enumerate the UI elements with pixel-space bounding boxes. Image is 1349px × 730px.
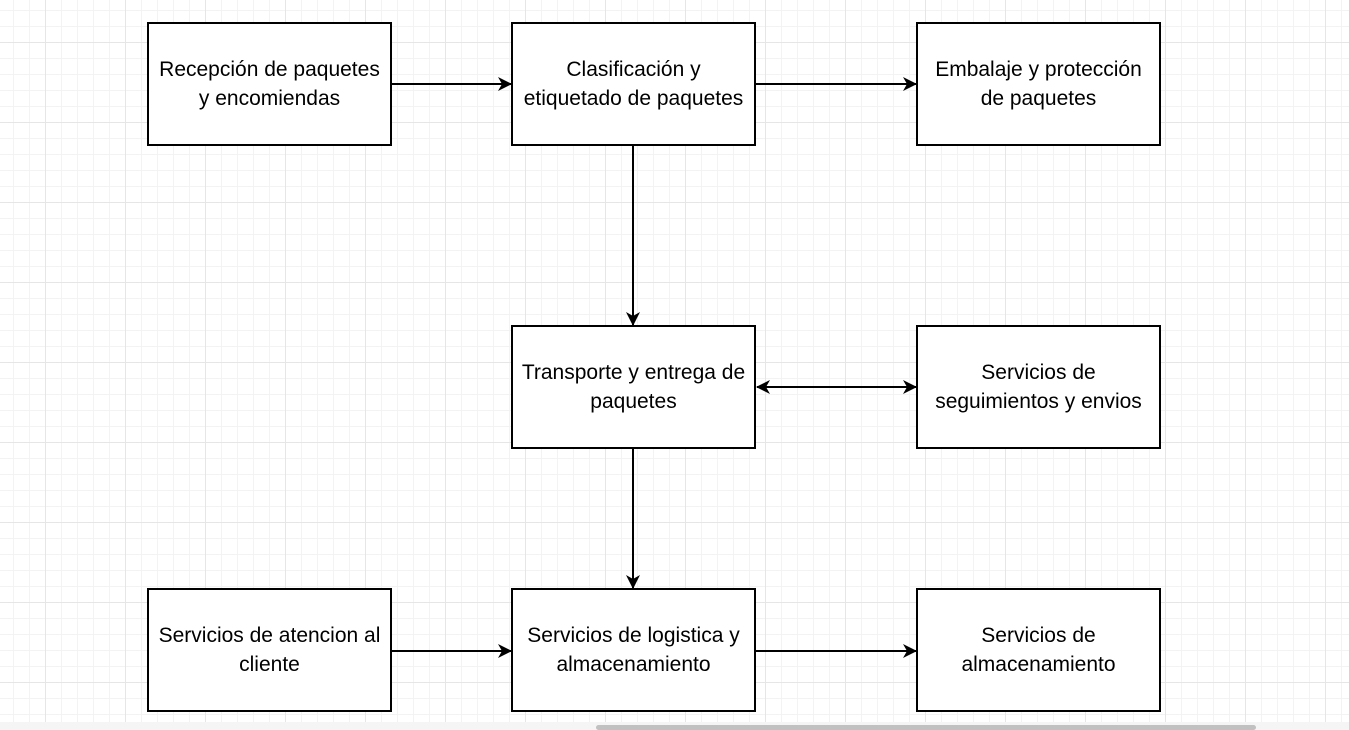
node-clasificacion-label: Clasificación y etiquetado de paquetes bbox=[523, 58, 744, 110]
node-recepcion[interactable]: Recepción de paquetes y encomiendas bbox=[147, 22, 392, 146]
node-almacenamiento-label: Servicios de almacenamiento bbox=[961, 624, 1116, 676]
node-seguimiento-label: Servicios de seguimientos y envios bbox=[935, 361, 1142, 413]
node-transporte[interactable]: Transporte y entrega de paquetes bbox=[511, 325, 756, 449]
node-embalaje[interactable]: Embalaje y protección de paquetes bbox=[916, 22, 1161, 146]
node-transporte-label: Transporte y entrega de paquetes bbox=[521, 361, 746, 413]
node-embalaje-label: Embalaje y protección de paquetes bbox=[935, 58, 1142, 110]
node-logistica[interactable]: Servicios de logistica y almacenamiento bbox=[511, 588, 756, 712]
node-atencion-label: Servicios de atencion al cliente bbox=[158, 624, 381, 676]
node-almacenamiento[interactable]: Servicios de almacenamiento bbox=[916, 588, 1161, 712]
horizontal-scrollbar-thumb[interactable] bbox=[596, 725, 1256, 730]
node-atencion[interactable]: Servicios de atencion al cliente bbox=[147, 588, 392, 712]
node-logistica-label: Servicios de logistica y almacenamiento bbox=[527, 624, 740, 676]
node-seguimiento[interactable]: Servicios de seguimientos y envios bbox=[916, 325, 1161, 449]
node-recepcion-label: Recepción de paquetes y encomiendas bbox=[159, 58, 380, 110]
node-clasificacion[interactable]: Clasificación y etiquetado de paquetes bbox=[511, 22, 756, 146]
